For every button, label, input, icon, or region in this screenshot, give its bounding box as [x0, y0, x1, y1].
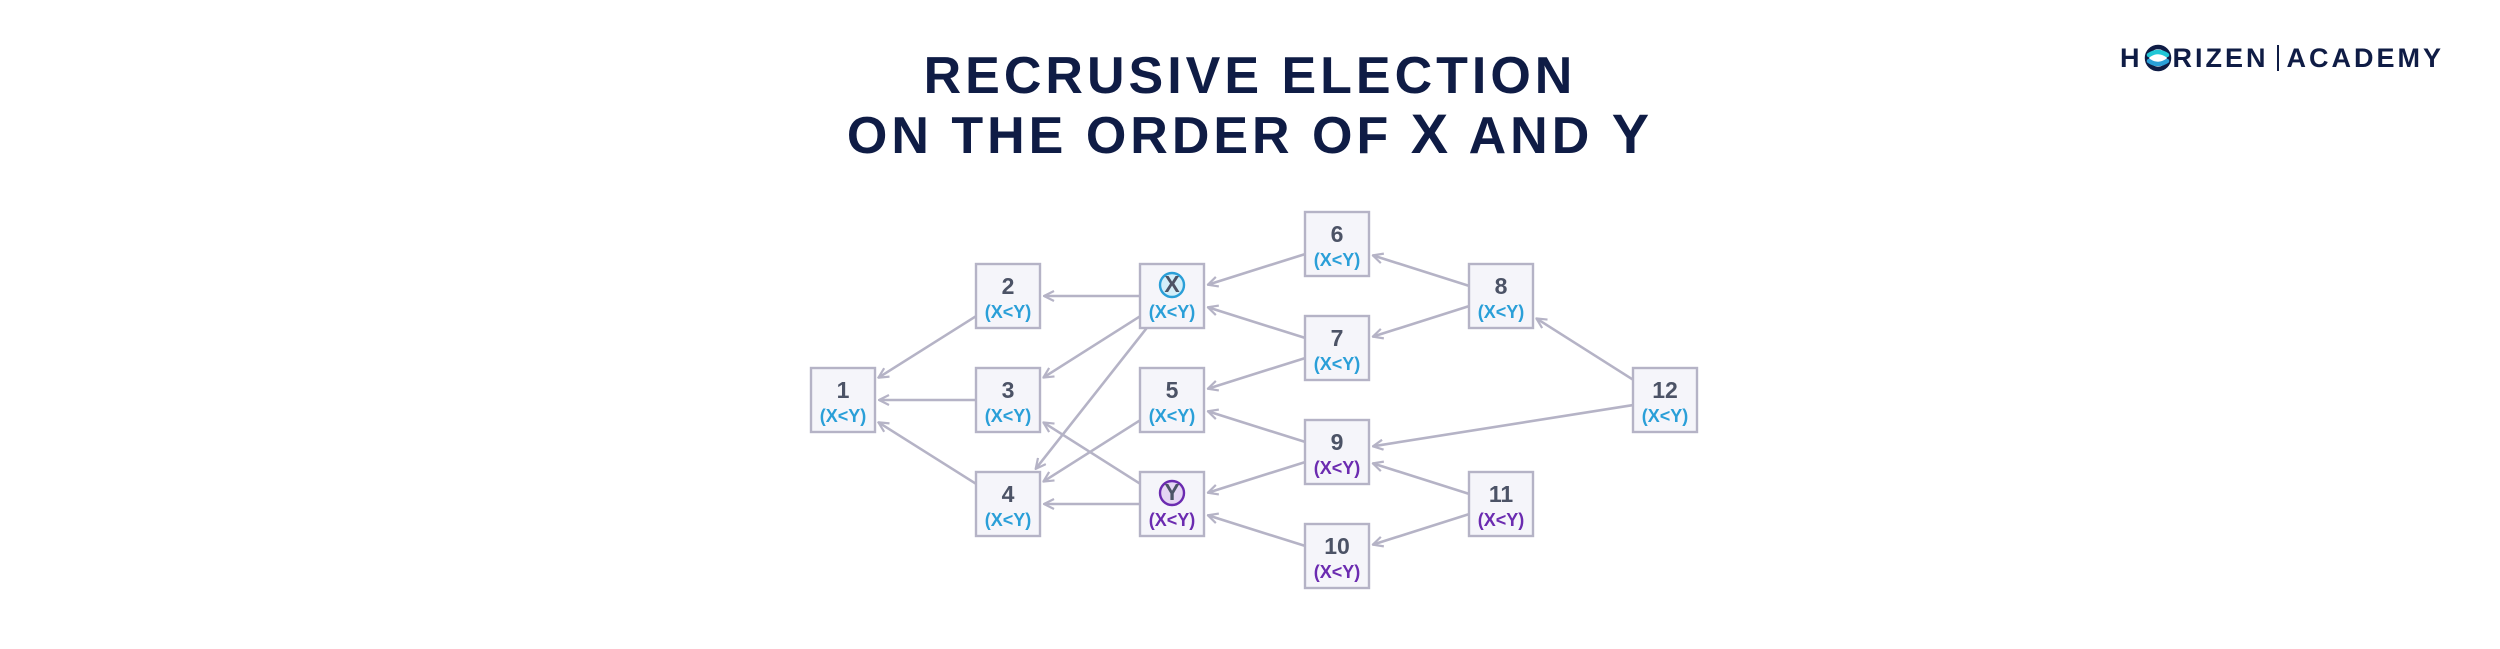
edge-2-to-1	[878, 315, 977, 378]
logo-text-rizen: RIZEN	[2172, 42, 2269, 73]
node-box	[974, 262, 1042, 330]
node-2: 2 (X<Y)	[974, 262, 1042, 330]
edge-9-to-5	[1208, 411, 1306, 444]
node-box	[1467, 470, 1535, 538]
node-number: 2	[1002, 273, 1015, 299]
node-highlight-circle	[1158, 479, 1186, 507]
node-6: 6 (X<Y)	[1303, 210, 1371, 278]
node-order-label: (X<Y)	[1642, 406, 1689, 426]
node-box	[1631, 366, 1699, 434]
node-number: 10	[1324, 533, 1350, 559]
node-order-label: (X<Y)	[985, 302, 1032, 322]
node-box	[1303, 418, 1371, 486]
title-prefix: ON THE ORDER OF	[846, 107, 1411, 165]
node-highlight-circle	[1158, 271, 1186, 299]
node-box	[1467, 262, 1535, 330]
node-4: 4 (X<Y)	[974, 470, 1042, 538]
node-number: 9	[1331, 429, 1344, 455]
edge-X-to-3	[1043, 315, 1141, 377]
node-order-label: (X<Y)	[1149, 510, 1196, 530]
edge-Y-to-3	[1043, 422, 1141, 485]
node-9: 9 (X<Y)	[1303, 418, 1371, 486]
edge-8-to-6	[1373, 255, 1470, 288]
title-x: X	[1410, 102, 1453, 165]
title-and: AND	[1452, 107, 1612, 165]
horizen-o-icon	[2144, 44, 2171, 72]
node-order-label: (X<Y)	[1478, 510, 1525, 530]
edge-8-to-7	[1373, 304, 1470, 336]
nodes-layer: 1 (X<Y) 2 (X<Y) 3 (X<Y) 4 (X<Y) X (X<Y) 5 (X<Y) Y (X<…	[809, 210, 1699, 590]
title-y: Y	[1611, 102, 1654, 165]
node-number: Y	[1164, 479, 1179, 505]
node-order-label: (X<Y)	[1149, 406, 1196, 426]
edge-12-to-8	[1536, 318, 1634, 381]
node-order-label: (X<Y)	[1149, 302, 1196, 322]
node-10: 10 (X<Y)	[1303, 522, 1371, 590]
node-order-label: (X<Y)	[820, 406, 867, 426]
node-12: 12 (X<Y)	[1631, 366, 1699, 434]
title-line-1: RECRUSIVE ELECTION	[923, 47, 1577, 105]
edge-6-to-X	[1208, 252, 1306, 285]
node-number: 11	[1489, 481, 1514, 507]
node-order-label: (X<Y)	[1314, 354, 1361, 374]
edge-11-to-10	[1373, 512, 1470, 544]
edge-5-to-4	[1043, 419, 1141, 481]
logo-divider	[2276, 45, 2279, 71]
node-8: 8 (X<Y)	[1467, 262, 1535, 330]
edge-4-to-1	[878, 422, 977, 485]
node-number: 5	[1166, 377, 1179, 403]
node-box	[1303, 314, 1371, 382]
node-number: 7	[1331, 325, 1344, 351]
edge-12-to-9	[1373, 403, 1634, 446]
node-box	[809, 366, 877, 434]
node-number: 12	[1652, 377, 1678, 403]
node-11: 11 (X<Y)	[1467, 470, 1535, 538]
node-box	[1303, 522, 1371, 590]
node-order-label: (X<Y)	[1314, 562, 1361, 582]
node-number: 8	[1495, 273, 1508, 299]
node-box	[1138, 366, 1206, 434]
edge-7-to-5	[1208, 356, 1306, 389]
node-1: 1 (X<Y)	[809, 366, 877, 434]
node-number: X	[1164, 271, 1180, 297]
node-order-label: (X<Y)	[985, 510, 1032, 530]
node-number: 6	[1331, 221, 1344, 247]
node-7: 7 (X<Y)	[1303, 314, 1371, 382]
edge-10-to-Y	[1208, 515, 1306, 548]
edge-X-to-4	[1036, 327, 1148, 469]
node-5: 5 (X<Y)	[1138, 366, 1206, 434]
logo-text-academy: ACADEMY	[2286, 42, 2445, 73]
edge-9-to-Y	[1208, 460, 1306, 493]
horizen-academy-logo: H RIZEN ACADEMY	[2120, 38, 2444, 78]
node-order-label: (X<Y)	[1478, 302, 1525, 322]
node-number: 3	[1002, 377, 1015, 403]
node-box	[1303, 210, 1371, 278]
node-order-label: (X<Y)	[985, 406, 1032, 426]
logo-text-h: H	[2120, 42, 2143, 73]
edges-layer	[878, 252, 1634, 548]
node-Y: Y (X<Y)	[1138, 470, 1206, 538]
node-X: X (X<Y)	[1138, 262, 1206, 330]
edge-7-to-X	[1208, 307, 1306, 340]
node-box	[974, 366, 1042, 434]
node-order-label: (X<Y)	[1314, 250, 1361, 270]
node-order-label: (X<Y)	[1314, 458, 1361, 478]
edge-11-to-9	[1373, 463, 1470, 496]
node-3: 3 (X<Y)	[974, 366, 1042, 434]
title-line-2: ON THE ORDER OF X AND Y	[0, 103, 2500, 167]
node-number: 1	[837, 377, 850, 403]
node-box	[974, 470, 1042, 538]
node-number: 4	[1002, 481, 1015, 507]
